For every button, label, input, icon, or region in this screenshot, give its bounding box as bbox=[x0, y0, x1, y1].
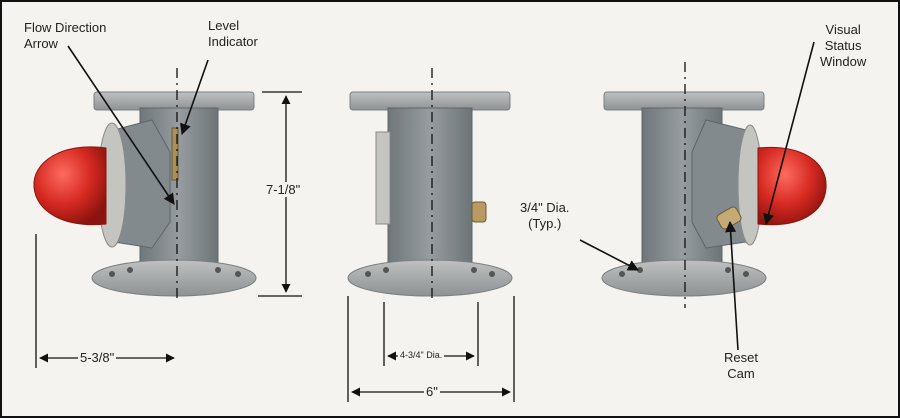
left-bottom-flange bbox=[91, 259, 257, 297]
level-indicator-leader bbox=[180, 59, 209, 136]
right-bottom-flange bbox=[601, 259, 767, 297]
right-red-dome bbox=[757, 146, 827, 226]
diameter-leader bbox=[579, 239, 639, 271]
flange-width-dimension-text: 6" bbox=[424, 384, 440, 399]
center-side-port-edge bbox=[375, 131, 391, 225]
leader-lines bbox=[67, 41, 815, 351]
flow-direction-arrow-label: Flow Direction Arrow bbox=[24, 20, 107, 51]
center-body bbox=[387, 107, 473, 269]
left-top-flange bbox=[93, 91, 255, 111]
left-level-indicator bbox=[171, 127, 179, 181]
status-window-leader bbox=[763, 41, 815, 226]
bolt-circle-dimension-text: 4-3/4" Dia. bbox=[398, 350, 445, 360]
flow-arrow-leader bbox=[67, 45, 175, 205]
reset-cam-leader bbox=[725, 220, 739, 351]
center-bottom-flange bbox=[347, 259, 513, 297]
level-indicator-label: Level Indicator bbox=[208, 18, 258, 49]
center-reset-cam bbox=[471, 201, 487, 223]
height-dimension-text: 7-1/8" bbox=[264, 182, 303, 197]
right-top-flange bbox=[603, 91, 765, 111]
diameter-typ-label: 3/4" Dia. (Typ.) bbox=[520, 200, 570, 231]
right-valve-view bbox=[601, 62, 827, 308]
center-valve-view bbox=[347, 68, 513, 302]
center-top-flange bbox=[349, 91, 511, 111]
left-valve-view bbox=[33, 68, 257, 302]
visual-status-window-label: Visual Status Window bbox=[820, 22, 867, 69]
dimension-lines bbox=[35, 91, 515, 402]
reset-cam-label: Reset Cam bbox=[724, 350, 758, 381]
left-red-dome bbox=[33, 146, 107, 226]
side-width-dimension-text: 5-3/8" bbox=[78, 350, 117, 365]
